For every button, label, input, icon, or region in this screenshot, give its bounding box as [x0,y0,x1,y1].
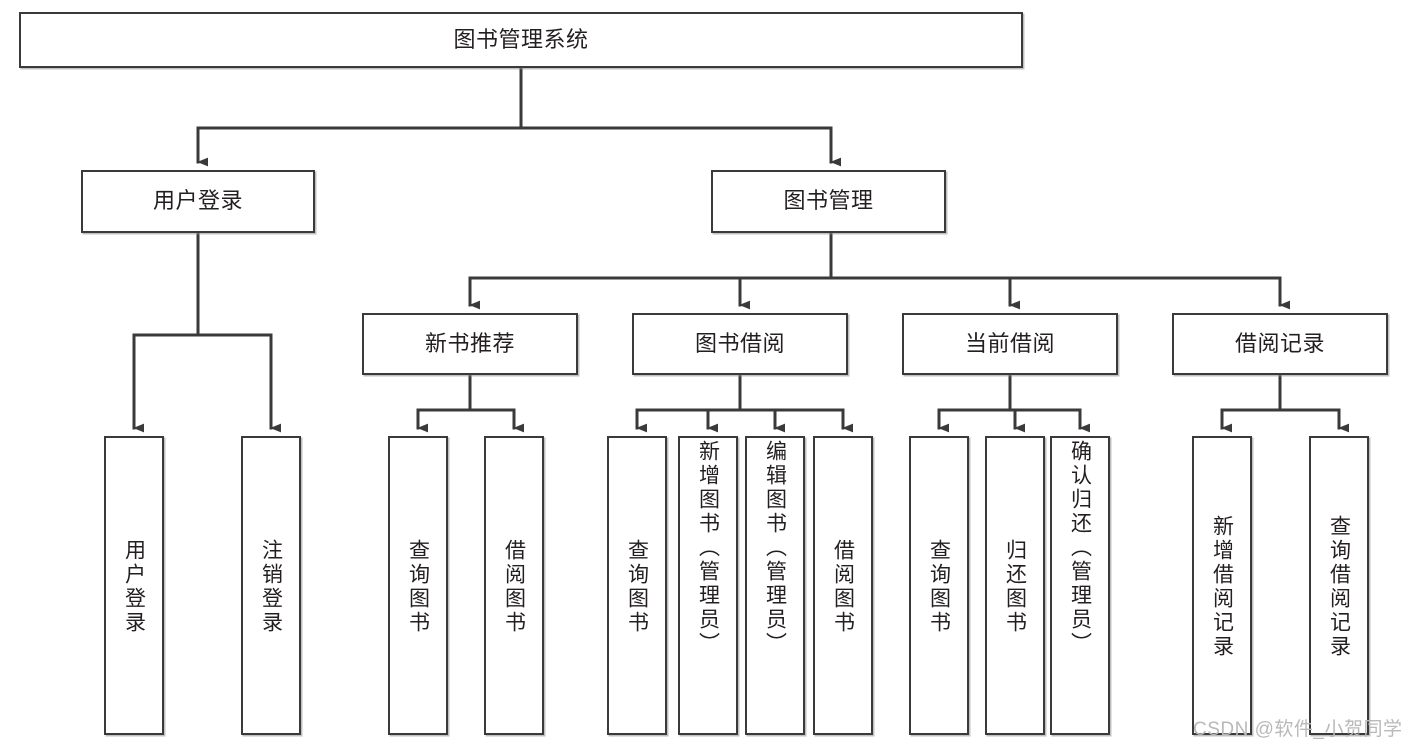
leaf-query-book-rec[interactable]: 查询图书 [388,436,448,735]
node-borrow-record[interactable]: 借阅记录 [1172,313,1388,375]
node-current-borrow[interactable]: 当前借阅 [902,313,1118,375]
leaf-query-book-borrow-label: 查询图书 [625,538,649,635]
leaf-user-logout[interactable]: 注销登录 [241,436,301,735]
leaf-query-book-borrow[interactable]: 查询图书 [607,436,667,735]
leaf-borrow-book[interactable]: 借阅图书 [813,436,873,735]
leaf-add-book-label: 新增图书（管理员） [696,440,720,656]
leaf-edit-book-label: 编辑图书（管理员） [763,440,787,656]
leaf-borrow-book-label: 借阅图书 [831,538,855,635]
leaf-add-record[interactable]: 新增借阅记录 [1192,436,1252,735]
leaf-confirm-return-label: 确认归还（管理员） [1068,440,1092,656]
leaf-borrow-book-rec[interactable]: 借阅图书 [484,436,544,735]
leaf-query-book-rec-label: 查询图书 [406,538,430,635]
leaf-edit-book[interactable]: 编辑图书（管理员） [745,436,805,735]
leaf-return-book[interactable]: 归还图书 [985,436,1045,735]
node-new-book-rec[interactable]: 新书推荐 [362,313,578,375]
leaf-query-book-cur-label: 查询图书 [927,538,951,635]
leaf-query-record[interactable]: 查询借阅记录 [1309,436,1369,735]
leaf-query-book-cur[interactable]: 查询图书 [909,436,969,735]
leaf-confirm-return[interactable]: 确认归还（管理员） [1050,436,1110,735]
node-root[interactable]: 图书管理系统 [19,12,1023,68]
node-current-borrow-label: 当前借阅 [964,330,1055,356]
node-book-borrow[interactable]: 图书借阅 [632,313,848,375]
leaf-query-record-label: 查询借阅记录 [1327,514,1351,659]
node-book-manage[interactable]: 图书管理 [711,170,946,233]
node-borrow-record-label: 借阅记录 [1234,330,1325,356]
leaf-return-book-label: 归还图书 [1003,538,1027,635]
leaf-user-login[interactable]: 用户登录 [104,436,164,735]
leaf-user-logout-label: 注销登录 [259,538,283,635]
node-root-label: 图书管理系统 [453,26,589,52]
node-user-login[interactable]: 用户登录 [81,170,315,233]
node-book-manage-label: 图书管理 [783,188,874,214]
leaf-user-login-label: 用户登录 [122,538,146,635]
leaf-add-record-label: 新增借阅记录 [1210,514,1234,659]
node-new-book-rec-label: 新书推荐 [424,330,515,356]
leaf-add-book[interactable]: 新增图书（管理员） [678,436,738,735]
node-user-login-label: 用户登录 [152,188,243,214]
node-book-borrow-label: 图书借阅 [694,330,785,356]
leaf-borrow-book-rec-label: 借阅图书 [502,538,526,635]
